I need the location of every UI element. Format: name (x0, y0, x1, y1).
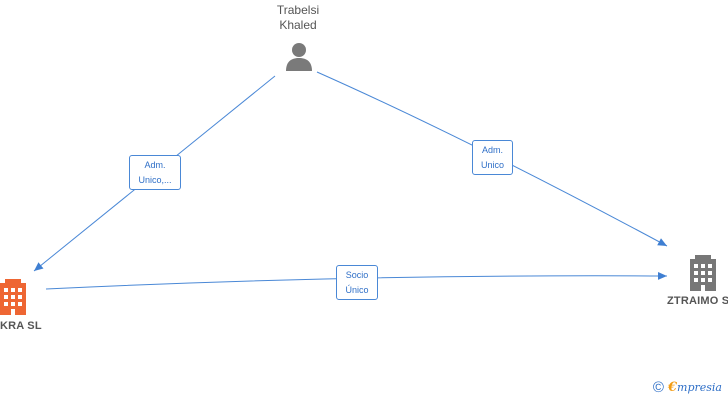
brand-name: €mpresia (667, 380, 722, 395)
edge-label-line: Socio (345, 270, 369, 280)
left-company-building-icon[interactable] (0, 279, 28, 315)
brand-watermark: ©€mpresia (653, 379, 722, 396)
brand-first-letter: € (667, 380, 678, 395)
left-company-label[interactable]: KRA SL (0, 320, 42, 332)
brand-rest: mpresia (677, 381, 722, 394)
person-icon[interactable] (284, 41, 314, 71)
person-name[interactable]: Trabelsi Khaled (258, 3, 338, 33)
right-company-building-icon[interactable] (688, 255, 718, 291)
edge-label-line: Unico (480, 160, 504, 170)
copyright-icon: © (652, 379, 664, 396)
edge-label-line: Adm. (481, 145, 503, 155)
right-company-label[interactable]: ZTRAIMO S (667, 295, 728, 307)
edge-label-person-to-right[interactable]: Adm. Unico (472, 140, 513, 175)
edge-label-line: Adm. (144, 160, 166, 170)
person-name-line2: Khaled (279, 18, 317, 32)
edge-label-left-to-right[interactable]: Socio Único (336, 265, 378, 300)
edge-label-line: Único (345, 285, 369, 295)
edge-label-line: Unico,... (138, 175, 172, 185)
edge-label-person-to-left[interactable]: Adm. Unico,... (129, 155, 181, 190)
person-name-line1: Trabelsi (276, 3, 320, 17)
